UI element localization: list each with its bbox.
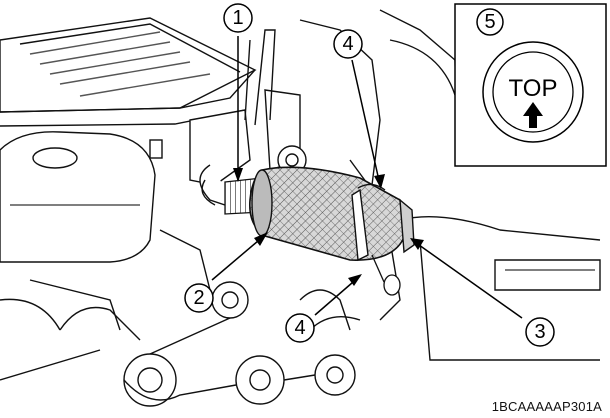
arrowhead-2 <box>254 232 268 246</box>
callouts: 1 2 3 4 4 <box>184 3 555 347</box>
leader-line-4a <box>351 59 381 186</box>
filter-element <box>224 166 415 296</box>
leader-line-2 <box>211 234 266 281</box>
arrowhead-4a <box>374 174 385 189</box>
callout-1-label: 1 <box>232 7 243 29</box>
callout-4-bottom-label: 4 <box>294 317 305 339</box>
callout-5-label: 5 <box>484 11 495 33</box>
leader-arrowheads <box>233 168 424 286</box>
arrowhead-4b <box>348 274 362 286</box>
top-marking-inset: TOP 5 <box>454 3 607 167</box>
arrow-up-icon <box>523 102 543 128</box>
callout-4-top: 4 <box>333 29 363 59</box>
figure-code: 1BCAAAAAP301A <box>491 399 602 414</box>
callout-4-bottom: 4 <box>285 313 315 343</box>
cap-inner-ring <box>492 51 574 133</box>
arrowhead-1 <box>233 168 243 182</box>
callout-4-top-label: 4 <box>342 33 353 55</box>
arrowhead-3 <box>410 238 424 250</box>
callout-2-label: 2 <box>193 287 204 309</box>
top-text: TOP <box>509 75 558 102</box>
callout-3: 3 <box>525 317 555 347</box>
callout-2: 2 <box>184 283 214 313</box>
callout-5: 5 <box>476 8 504 36</box>
callout-1: 1 <box>223 3 253 33</box>
leader-line-3 <box>411 239 523 319</box>
callout-3-label: 3 <box>534 321 545 343</box>
